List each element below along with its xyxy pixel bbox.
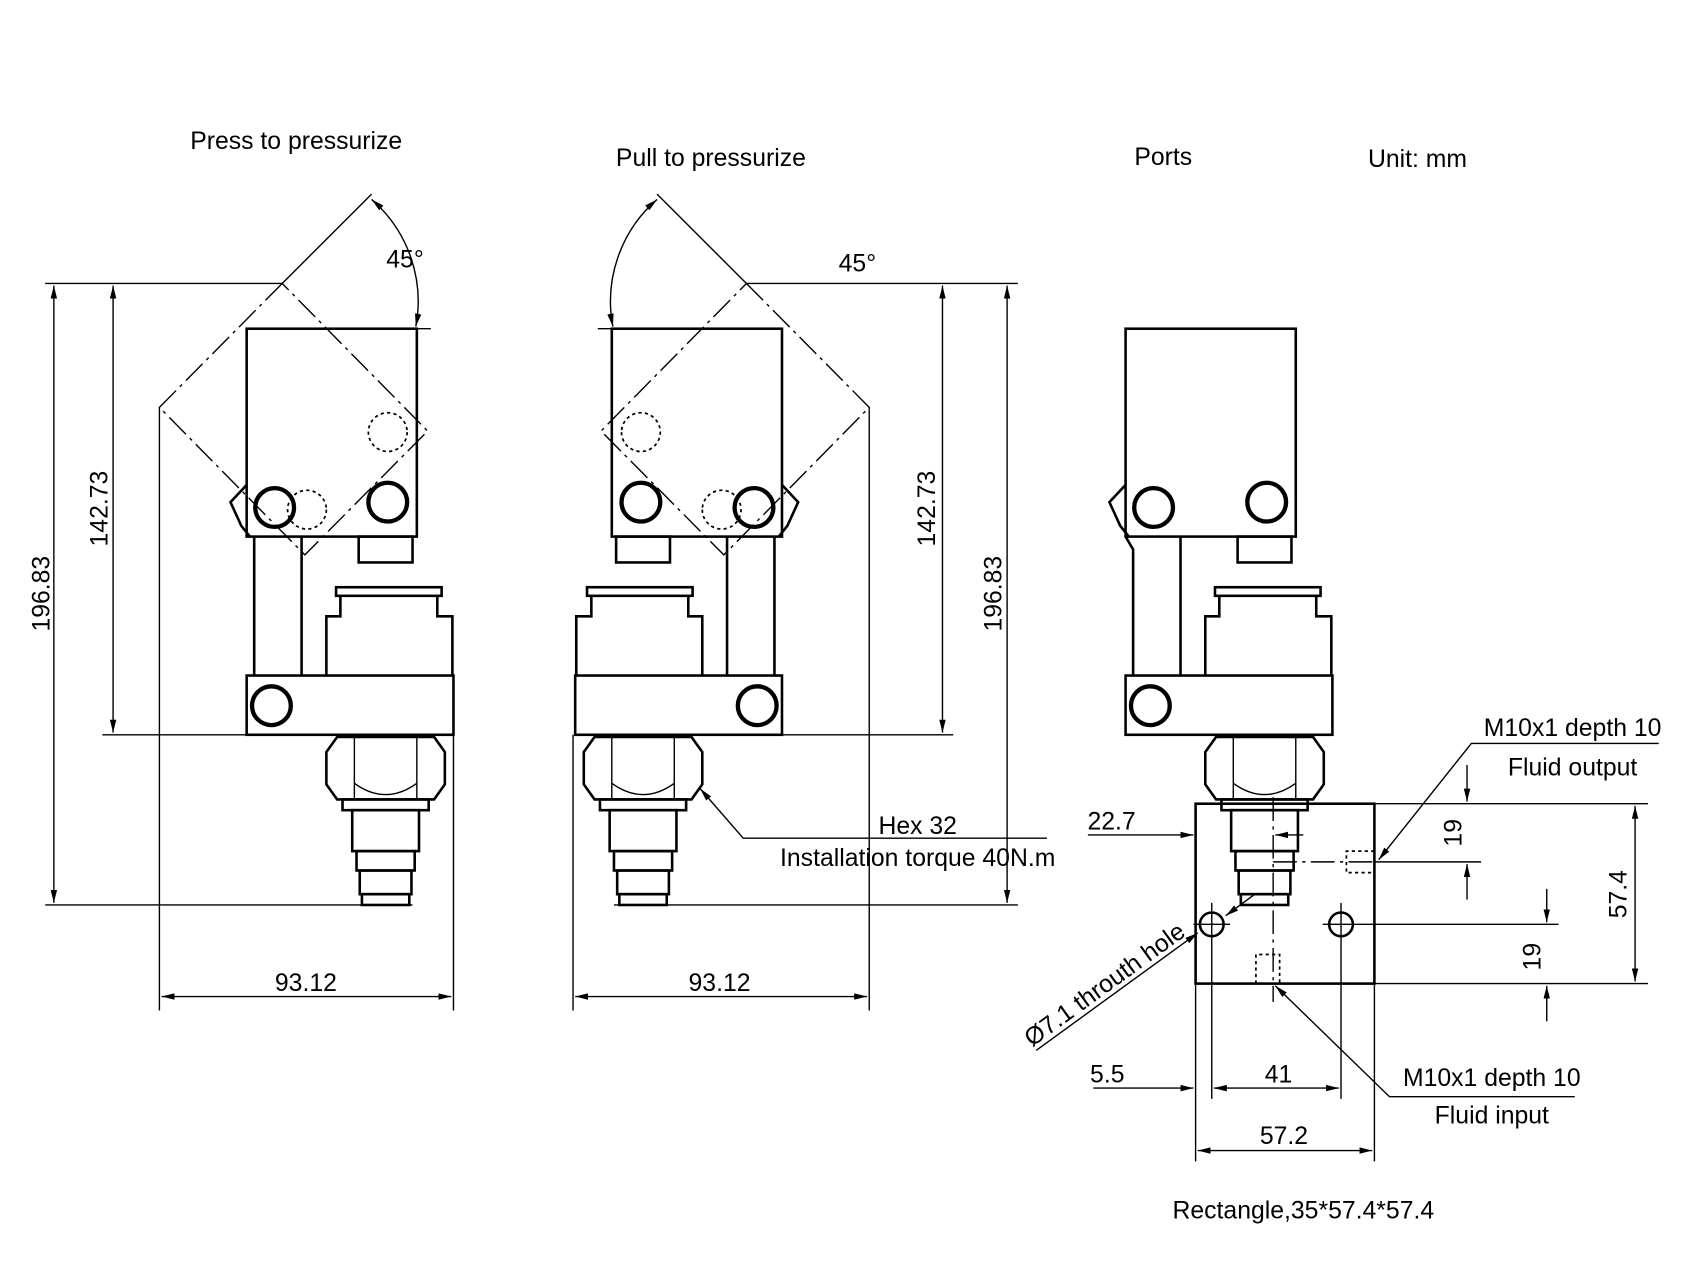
output-label: Fluid output [1508,755,1638,782]
hex-label: Hex 32 [878,813,956,840]
press-view [45,192,453,1012]
dim-93-pull: 93.12 [689,970,751,997]
input-label: Fluid input [1435,1103,1549,1130]
dim-57-4: 57.4 [1605,870,1632,918]
dim-41: 41 [1265,1062,1293,1089]
dim-57-2: 57.2 [1260,1123,1308,1150]
dim-22-7: 22.7 [1087,809,1135,836]
dim-142-press: 142.73 [87,471,114,547]
output-thread-label: M10x1 depth 10 [1484,715,1662,742]
dim-196-pull: 196.83 [981,556,1008,632]
dim-93-press: 93.12 [275,970,337,997]
dim-196-press: 196.83 [29,556,56,632]
title-press: Press to pressurize [190,128,402,155]
through-hole-label: Ø7.1 throuth hole [1020,918,1191,1052]
dim-5-5: 5.5 [1090,1062,1124,1089]
unit-label: Unit: mm [1368,146,1467,173]
angle-pull: 45° [839,251,876,278]
angle-press: 45° [386,246,423,273]
dim-142-pull: 142.73 [914,471,941,547]
manifold-block [1194,802,1376,985]
block-spec-label: Rectangle,35*57.4*57.4 [1173,1197,1435,1224]
dim-19-bottom: 19 [1519,943,1546,971]
torque-label: Installation torque 40N.m [780,845,1055,872]
input-thread-label: M10x1 depth 10 [1403,1065,1581,1092]
dim-19-top: 19 [1441,819,1468,847]
title-ports: Ports [1134,144,1192,171]
title-pull: Pull to pressurize [616,145,806,172]
ports-view [1035,329,1659,1162]
pull-view [572,192,1047,1012]
